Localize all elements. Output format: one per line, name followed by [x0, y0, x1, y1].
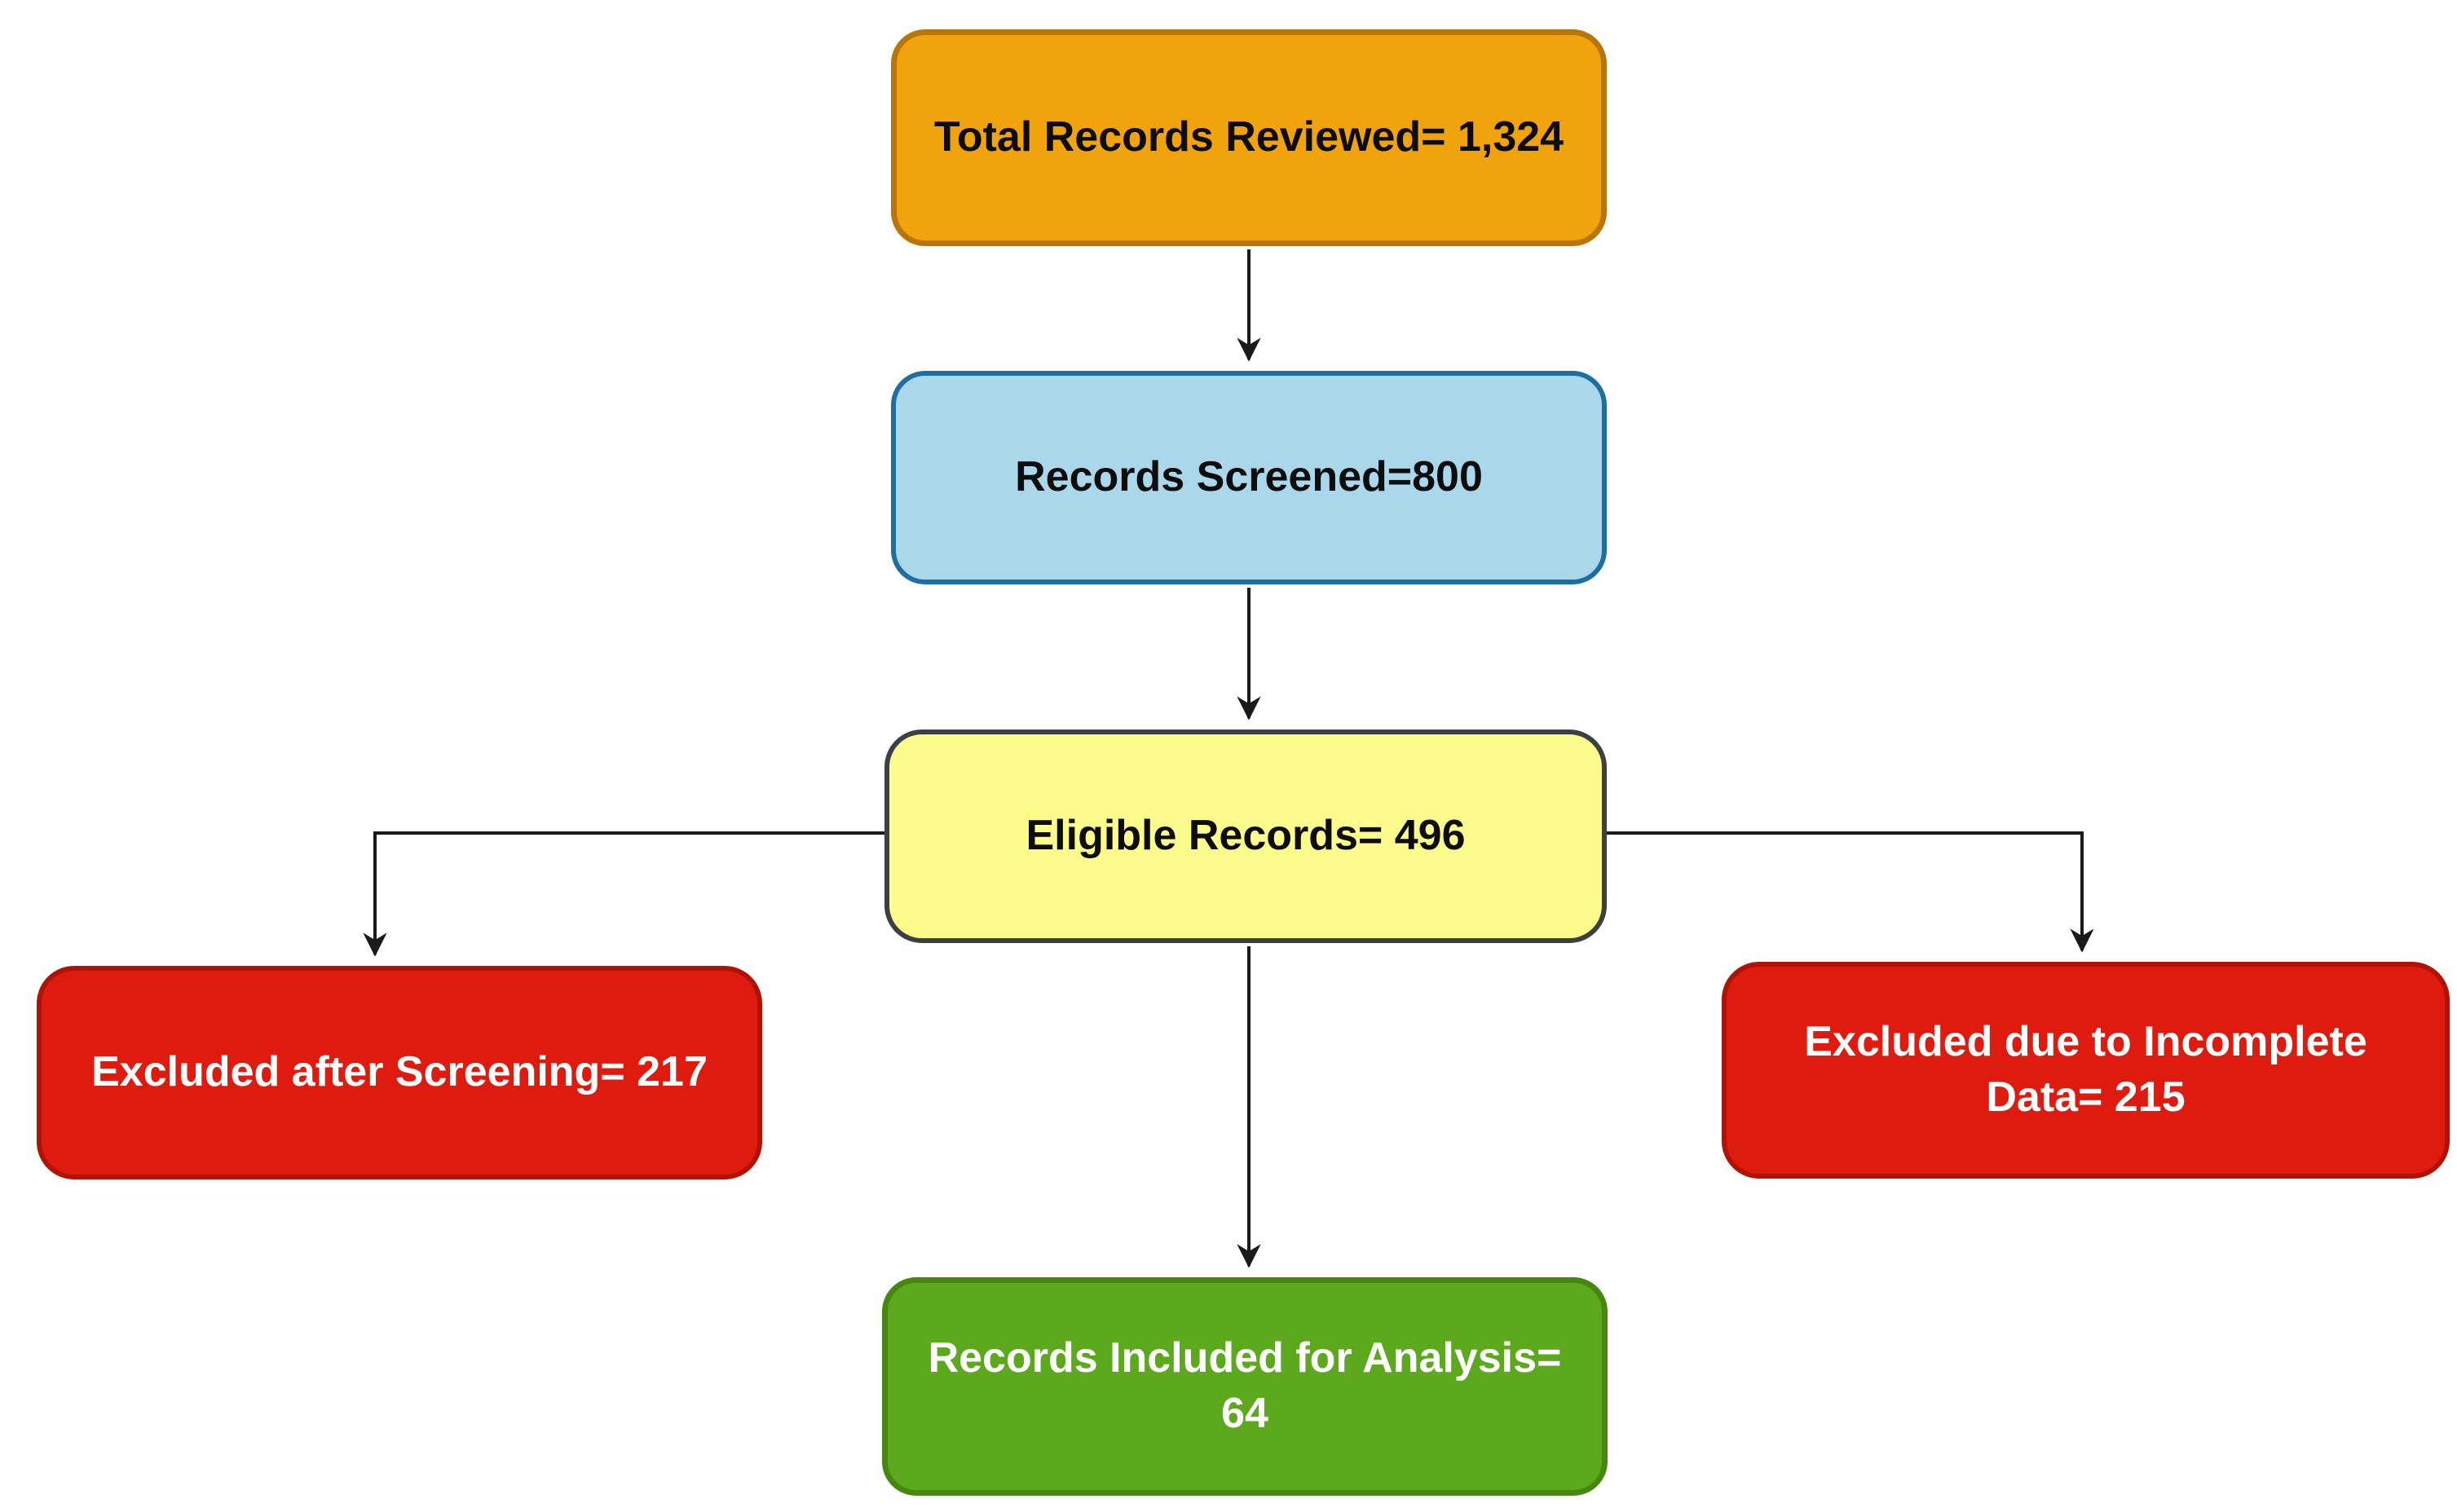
node-total-records-reviewed: Total Records Reviewed= 1,324 — [891, 29, 1607, 246]
edge-eligible-to-excluded-screening — [363, 831, 884, 957]
node-excluded-incomplete-data: Excluded due to Incomplete Data= 215 — [1722, 962, 2450, 1179]
edge-eligible-to-excluded-incomplete — [1602, 831, 2094, 953]
node-excluded-after-screening: Excluded after Screening= 217 — [37, 966, 762, 1179]
node-eligible-records: Eligible Records= 496 — [884, 730, 1607, 943]
node-records-included-for-analysis: Records Included for Analysis= 64 — [882, 1277, 1608, 1496]
node-records-screened: Records Screened=800 — [891, 371, 1607, 584]
